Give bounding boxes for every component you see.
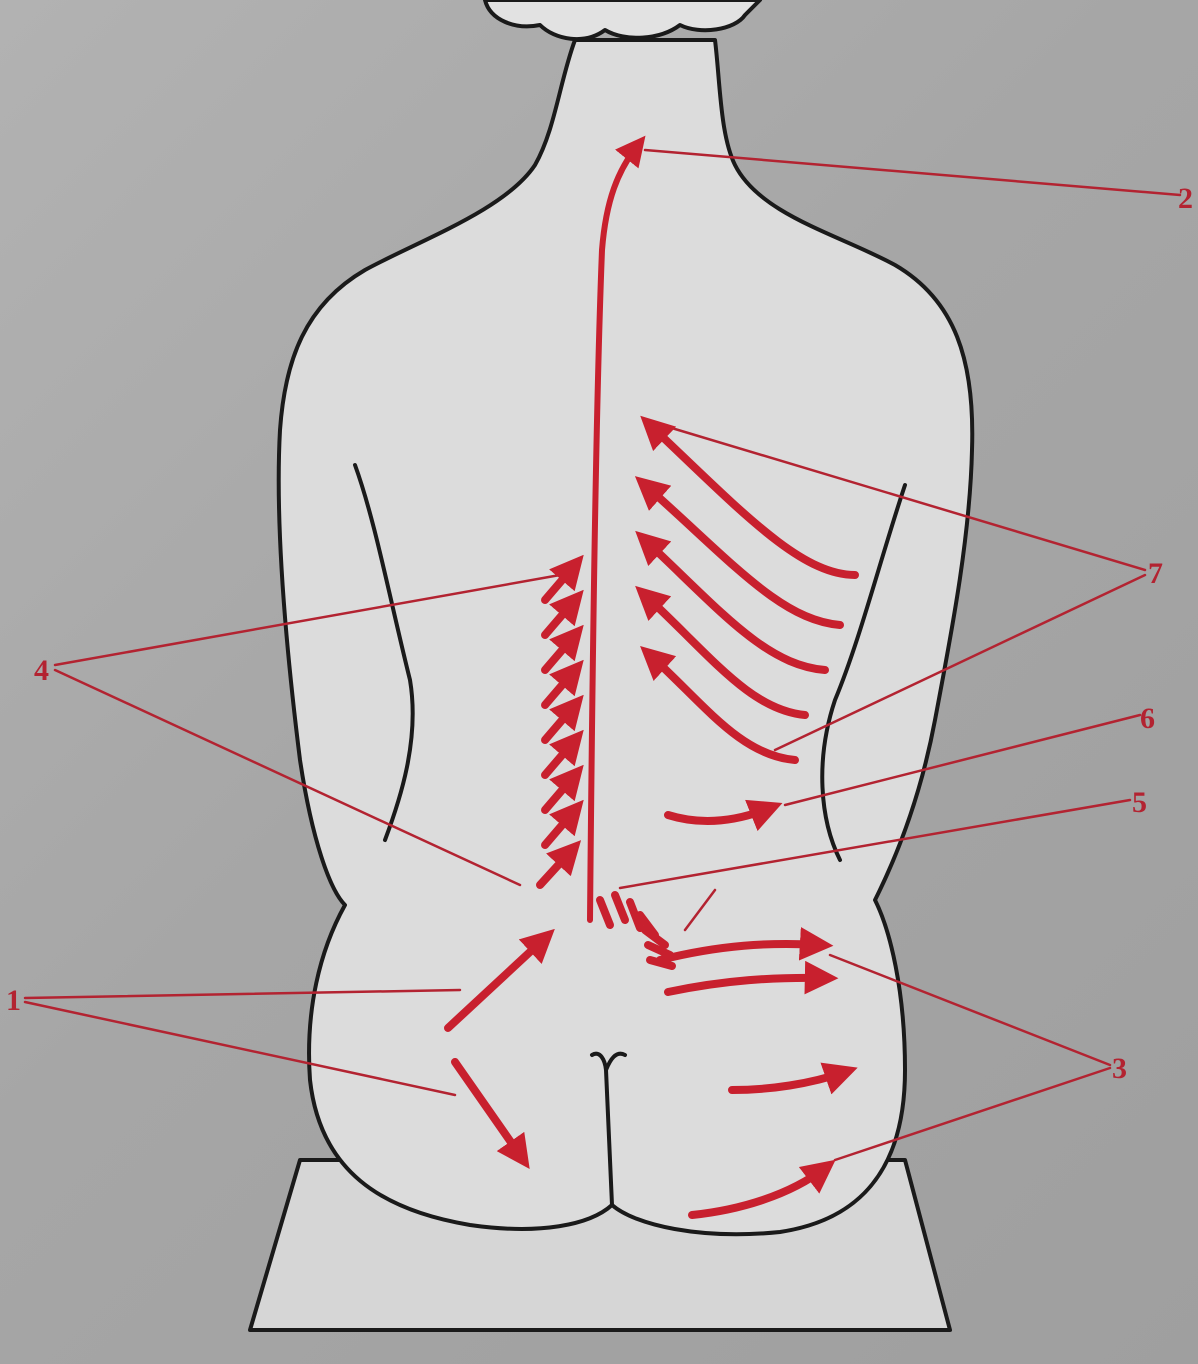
callout-label-6: 6 xyxy=(1140,702,1155,735)
callout-label-2: 2 xyxy=(1178,182,1193,215)
callout-label-1: 1 xyxy=(6,984,21,1017)
callout-label-7: 7 xyxy=(1148,557,1163,590)
callout-label-4: 4 xyxy=(34,654,49,687)
callout-label-5: 5 xyxy=(1132,786,1147,819)
hair xyxy=(485,0,760,39)
callout-label-3: 3 xyxy=(1112,1052,1127,1085)
